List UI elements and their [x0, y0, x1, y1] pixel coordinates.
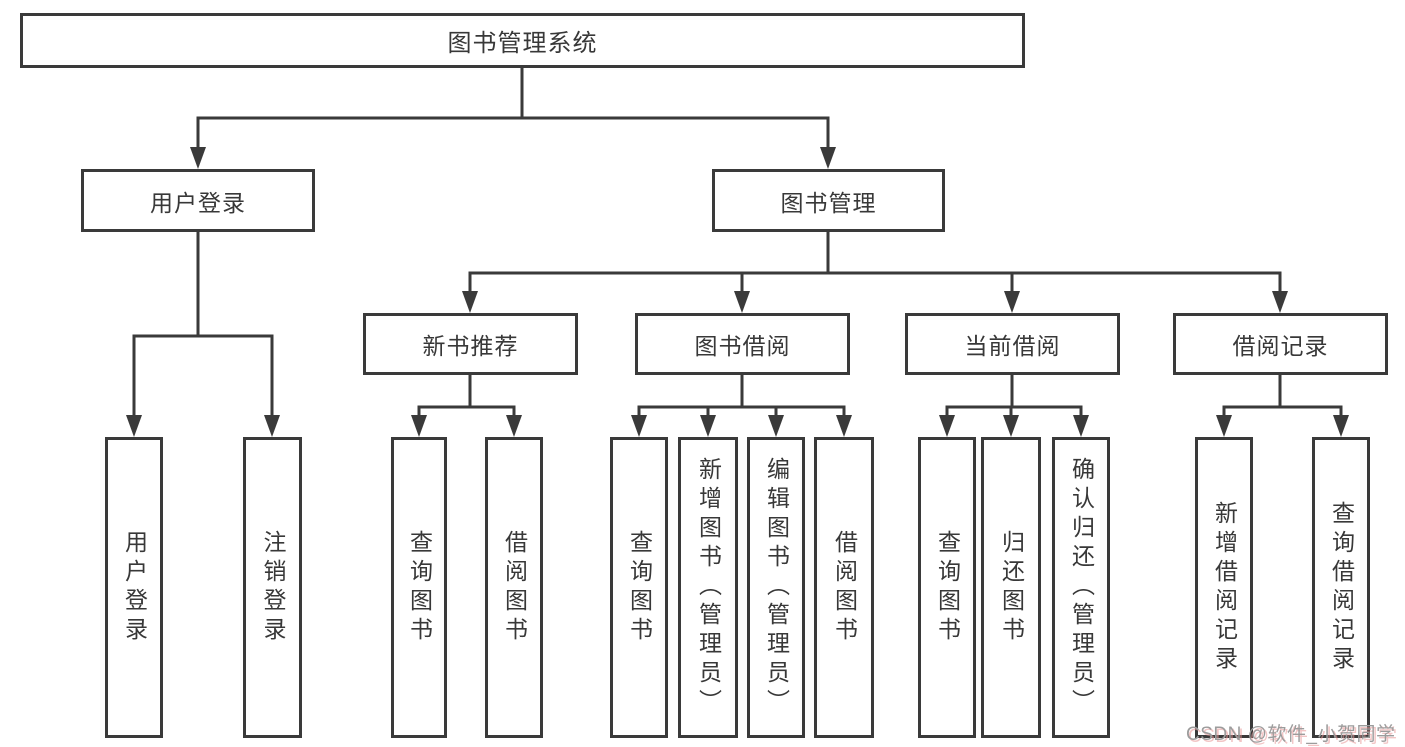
- connector-current-to-leaves: [945, 374, 1083, 416]
- leaf-add-books-admin: 新增图书（管理员）: [678, 437, 738, 738]
- leaf-label: 查询图书: [406, 529, 433, 646]
- node-book-management-branch: 图书管理: [712, 169, 945, 232]
- leaf-label: 确认归还（管理员）: [1068, 457, 1095, 718]
- leaf-user-login: 用户登录: [105, 437, 163, 738]
- leaf-edit-books-admin: 编辑图书（管理员）: [747, 437, 805, 738]
- leaf-borrow-books-recommend: 借阅图书: [485, 437, 543, 738]
- node-new-book-recommend: 新书推荐: [363, 313, 578, 375]
- leaf-query-borrow-record: 查询借阅记录: [1312, 437, 1370, 738]
- node-root-system: 图书管理系统: [20, 13, 1025, 68]
- node-root-label: 图书管理系统: [447, 30, 598, 57]
- node-borrowing-records: 借阅记录: [1173, 313, 1388, 375]
- leaf-query-books-recommend: 查询图书: [391, 437, 447, 738]
- arrowhead: [768, 415, 784, 437]
- arrowhead: [836, 415, 852, 437]
- node-label: 新书推荐: [422, 333, 519, 359]
- arrowhead: [1272, 291, 1288, 313]
- arrowhead: [1073, 415, 1089, 437]
- leaf-logout: 注销登录: [243, 437, 302, 738]
- arrowhead: [939, 415, 955, 437]
- arrowhead: [1003, 415, 1019, 437]
- leaf-confirm-return-admin: 确认归还（管理员）: [1052, 437, 1110, 738]
- arrowhead: [1216, 415, 1232, 437]
- leaf-label: 借阅图书: [831, 529, 858, 646]
- arrowhead: [506, 415, 522, 437]
- leaf-add-borrow-record: 新增借阅记录: [1195, 437, 1253, 738]
- arrowhead: [734, 291, 750, 313]
- node-label: 当前借阅: [964, 333, 1061, 359]
- node-current-borrowing: 当前借阅: [905, 313, 1120, 375]
- leaf-label: 编辑图书（管理员）: [763, 457, 790, 718]
- arrowhead: [411, 415, 427, 437]
- arrowhead: [190, 147, 206, 169]
- leaf-query-books-borrow: 查询图书: [610, 437, 668, 738]
- connector-userlogin-to-leaves: [132, 231, 274, 416]
- node-book-borrowing: 图书借阅: [635, 313, 850, 375]
- node-label: 用户登录: [150, 189, 246, 216]
- leaf-borrow-books: 借阅图书: [814, 437, 874, 738]
- arrowheads: [126, 147, 1349, 437]
- leaf-label: 查询图书: [626, 529, 653, 646]
- connector-root-to-level2: [196, 68, 830, 148]
- node-user-login-branch: 用户登录: [81, 169, 315, 232]
- csdn-watermark: CSDN @软件_小贺同学: [1186, 724, 1396, 745]
- leaf-label: 查询图书: [934, 529, 961, 646]
- arrowhead: [126, 415, 142, 437]
- connector-records-to-leaves: [1222, 374, 1343, 416]
- leaf-label: 注销登录: [260, 529, 286, 646]
- node-label: 图书借阅: [694, 333, 791, 359]
- connector-borrow-to-leaves: [637, 374, 846, 416]
- leaf-label: 新增图书（管理员）: [695, 457, 722, 718]
- leaf-label: 借阅图书: [501, 529, 528, 646]
- arrowhead: [1333, 415, 1349, 437]
- arrowhead: [820, 147, 836, 169]
- leaf-label: 查询借阅记录: [1328, 500, 1355, 675]
- leaf-label: 归还图书: [998, 529, 1025, 646]
- arrowhead: [264, 415, 280, 437]
- node-label: 图书管理: [780, 189, 877, 216]
- arrowhead: [631, 415, 647, 437]
- leaf-query-books-current: 查询图书: [918, 437, 976, 738]
- arrowhead: [700, 415, 716, 437]
- connector-newbook-to-leaves: [417, 374, 516, 416]
- arrowhead: [462, 291, 478, 313]
- connector-bookmgmt-to-level3: [468, 231, 1282, 292]
- leaf-label: 用户登录: [121, 529, 148, 646]
- leaf-label: 新增借阅记录: [1211, 500, 1238, 675]
- node-label: 借阅记录: [1232, 333, 1329, 359]
- leaf-return-books: 归还图书: [981, 437, 1041, 738]
- arrowhead: [1004, 291, 1020, 313]
